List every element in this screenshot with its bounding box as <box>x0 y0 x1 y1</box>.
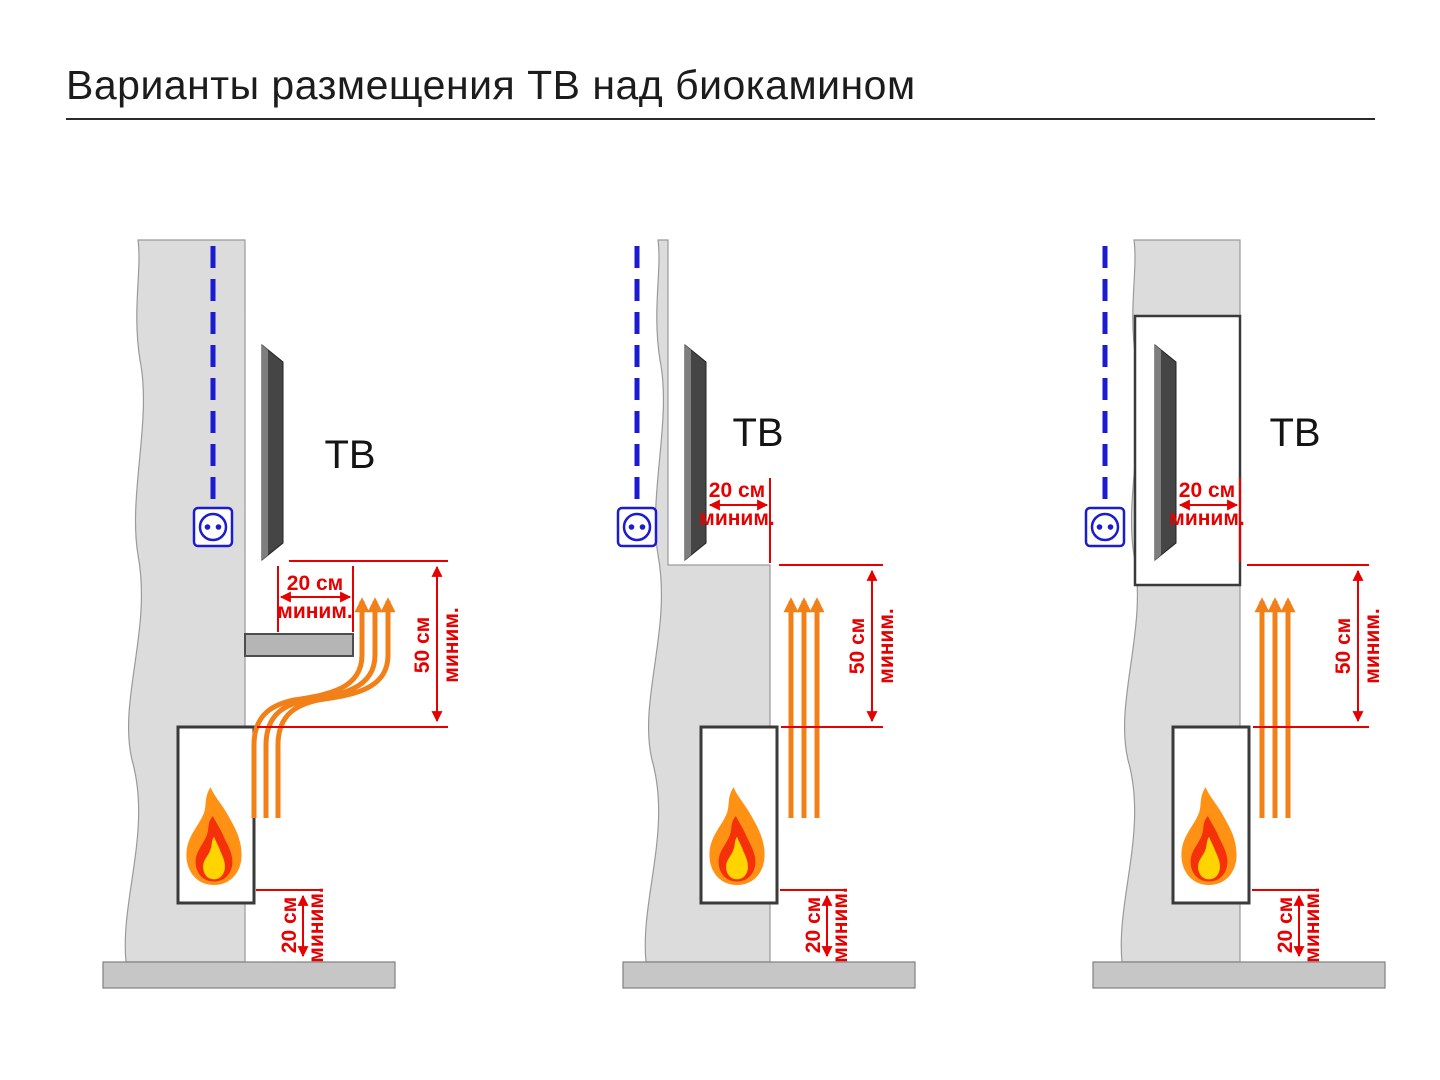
tv-label: ТВ <box>1269 411 1320 455</box>
panel-shelf-variant: ТВ 20 см миним. 50 см <box>102 239 463 989</box>
power-outlet-icon <box>192 506 234 548</box>
dim-qualifier: миним. <box>277 600 352 623</box>
dimension-tv-depth: 20 см миним. <box>699 478 775 563</box>
floor <box>102 961 396 989</box>
header: Варианты размещения ТВ над биокамином <box>66 62 1376 109</box>
dim-qualifier: миним. <box>305 887 328 962</box>
dim-qualifier: миним. <box>699 507 774 530</box>
dim-qualifier: миним. <box>829 887 852 962</box>
dim-value: 20 см <box>287 572 343 595</box>
dim-qualifier: миним. <box>875 608 898 683</box>
dimension-floor-clearance: 20 см миним. <box>780 887 852 963</box>
dimension-tv-depth: 20 см миним. <box>1169 478 1245 562</box>
heat-arrow <box>275 597 396 818</box>
power-outlet-icon <box>616 506 658 548</box>
panel-step-variant: ТВ 20 см миним. 50 см мин <box>616 239 916 989</box>
tv-side-view <box>261 344 284 561</box>
dim-qualifier: миним. <box>1169 507 1244 530</box>
dim-value: 20 см <box>1179 479 1235 502</box>
dimension-fire-clearance: 50 см миним. <box>1247 564 1384 728</box>
heat-arrow <box>263 597 383 818</box>
title-underline <box>66 118 1375 120</box>
heat-arrow <box>251 597 370 818</box>
dim-value: 20 см <box>709 479 765 502</box>
dim-qualifier: миним. <box>1361 608 1384 683</box>
heat-flow-arrows <box>251 597 396 818</box>
dimension-floor-clearance: 20 см миним. <box>256 887 328 963</box>
power-outlet-icon <box>1084 506 1126 548</box>
dimension-tv-depth: 20 см миним. <box>277 566 354 632</box>
dim-value: 50 см <box>846 618 869 674</box>
floor <box>1092 961 1386 989</box>
dim-value: 20 см <box>1274 897 1297 953</box>
dimension-floor-clearance: 20 см миним. <box>1252 887 1324 963</box>
fireplace <box>1171 725 1251 905</box>
panel-niche-variant: ТВ 20 см миним. 50 см мин <box>1084 239 1386 989</box>
dim-value: 20 см <box>278 897 301 953</box>
fireplace <box>699 725 779 905</box>
fireplace <box>176 725 256 905</box>
dim-qualifier: миним. <box>1301 887 1324 962</box>
heat-flow-arrows <box>783 597 825 818</box>
dim-value: 50 см <box>1332 618 1355 674</box>
dim-value: 20 см <box>802 897 825 953</box>
deflector-shelf <box>244 633 354 657</box>
dimension-fire-clearance: 50 см миним. <box>779 564 898 728</box>
dim-qualifier: миним. <box>440 607 463 682</box>
page-title: Варианты размещения ТВ над биокамином <box>66 62 916 108</box>
tv-label: ТВ <box>732 411 783 455</box>
heat-flow-arrows <box>1254 597 1296 818</box>
dimension-fire-clearance: 50 см миним. <box>257 560 463 728</box>
dim-value: 50 см <box>411 617 434 673</box>
tv-label: ТВ <box>324 433 375 477</box>
tv-niche <box>1133 314 1242 587</box>
floor <box>622 961 916 989</box>
